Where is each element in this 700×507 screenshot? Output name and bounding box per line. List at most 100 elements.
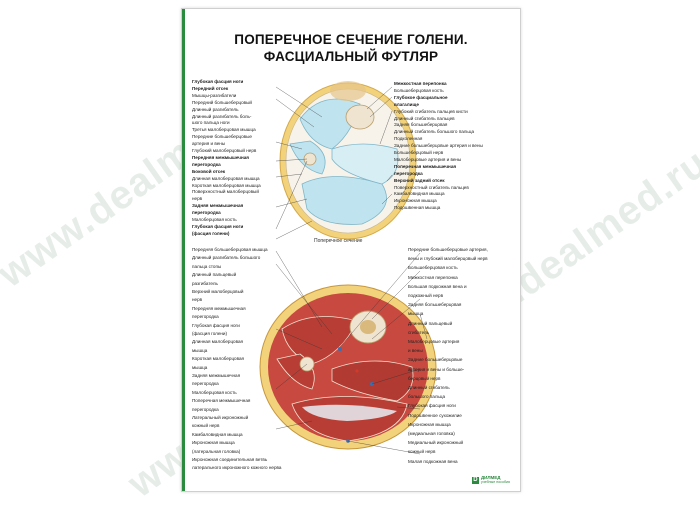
anatomy-label: шого пальца ноги	[192, 120, 230, 126]
anatomy-label: Длинный сгибатель	[408, 385, 450, 390]
anatomy-label: Короткая малоберцовая мышца	[192, 182, 261, 188]
anatomy-label: сгибатель	[408, 329, 430, 335]
anatomy-label: Поперечная межмышечная	[192, 398, 251, 404]
anatomy-label: Икроножная мышца	[192, 440, 235, 446]
anatomy-label: (латеральная головка)	[192, 448, 241, 454]
anatomy-label: вены и глубокий малоберцовый нерв	[408, 256, 488, 262]
anatomy-label: Большеберцовый нерв	[394, 150, 444, 155]
anatomy-label: Глубокая фасция ноги	[408, 403, 456, 409]
anatomy-label: Длинный разгибатель большого	[192, 255, 261, 261]
anatomy-label: Длинный пальцевый	[192, 272, 237, 278]
anatomy-label: большого пальца	[408, 394, 446, 400]
anatomy-label: мышца	[408, 311, 424, 317]
anatomy-label: Большеберцовая кость	[408, 265, 458, 271]
anatomy-label: Короткая малоберцовая	[192, 356, 245, 362]
anatomy-label: Межкостная перепонка	[408, 274, 458, 280]
anatomy-label: Передняя большеберцовая мышца	[192, 247, 268, 252]
anatomy-label: Глубокая фасция ноги	[192, 223, 244, 229]
anatomy-label: Глубокая фасция ноги	[192, 79, 244, 84]
anatomy-label: Глубокий малоберцовый нерв	[192, 148, 257, 153]
anatomy-label: Передние большеберцовые артерия,	[408, 247, 488, 252]
anatomy-label: Длинный пальцевый	[408, 320, 453, 326]
anatomy-label: нерв	[192, 196, 203, 202]
anatomy-label: Боковой отсек	[192, 168, 226, 174]
anatomy-label: Камбаловидная мышца	[192, 431, 243, 437]
anatomy-label: нерв	[192, 297, 203, 303]
anatomy-label: Малоберцовые артерия	[408, 339, 460, 344]
anatomy-label: Передний большеберцовый	[192, 99, 252, 105]
anatomy-label: Поперечная межмышечная	[394, 163, 457, 169]
anatomy-label: артерия и вены и больше-	[408, 366, 465, 372]
anatomy-label: кожный нерв	[192, 423, 220, 429]
anatomy-label: Мышцы-разгибатели	[192, 92, 237, 98]
anatomy-label: Передний отсек	[192, 85, 229, 91]
anatomy-label: подкожный нерв	[408, 293, 444, 298]
anatomy-label: Длинный разгибатель	[192, 106, 239, 112]
accent-bar	[182, 9, 185, 491]
anatomy-label: влагалище	[394, 101, 419, 107]
anatomy-label: Задние большеберцовые	[408, 357, 463, 363]
anatomy-label: Подколенная	[394, 136, 423, 142]
anatomy-label: Большеберцовая кость	[394, 87, 444, 93]
anatomy-label: Длинный сгибатель большого пальца	[394, 129, 475, 135]
anatomy-label: пальца стопы	[192, 263, 222, 269]
anatomy-label: Медиальный икроножный	[408, 440, 464, 446]
anatomy-label: Икроножная мышца	[408, 421, 451, 427]
brand-sub: учебные пособия	[480, 480, 510, 484]
anatomy-label: Латеральный икроножный	[192, 415, 249, 420]
anatomy-label: Камбаловидная мышца	[394, 191, 445, 197]
anatomy-label: Малоберцовая кость	[192, 217, 237, 222]
brand-mark: D	[471, 476, 479, 484]
anatomy-label: Длинный разгибатель боль-	[192, 113, 252, 119]
anatomy-label: разгибатель	[192, 280, 218, 286]
anatomy-label: Икроножная мышца	[394, 198, 437, 204]
anatomy-label: Глубокая фасция ноги	[192, 322, 240, 328]
anatomy-label: берцовый нерв	[408, 375, 441, 381]
anatomy-label: перегородка	[192, 161, 221, 167]
brand-logo: D ДИЛМЕД учебные пособия	[471, 475, 510, 485]
anatomy-label: Верхний малоберцовый	[192, 289, 244, 294]
anatomy-label: Передняя межмышечная	[192, 154, 249, 160]
anatomy-label: Подошвенная мышца	[394, 205, 441, 211]
anatomy-label: Малая подкожная вена	[408, 458, 458, 464]
poster: ПОПЕРЕЧНОЕ СЕЧЕНИЕ ГОЛЕНИ. ФАСЦИАЛЬНЫЙ Ф…	[181, 8, 521, 492]
anatomy-label: Большая подкожная вена и	[408, 283, 467, 289]
anatomy-label: перегородка	[192, 210, 221, 216]
anatomy-label: Задняя большеберцовая	[408, 302, 462, 308]
cross-section-subtitle: Поперечное сечение	[314, 238, 363, 244]
anatomy-label: Верхний задний отсек	[394, 177, 445, 183]
poster-title: ПОПЕРЕЧНОЕ СЕЧЕНИЕ ГОЛЕНИ. ФАСЦИАЛЬНЫЙ Ф…	[182, 31, 520, 65]
anatomy-label: Подошвенное сухожилие	[408, 412, 462, 418]
anatomy-label: Поверхностный сгибатель пальцев	[394, 184, 469, 190]
anatomy-label: артерия и вены	[192, 141, 226, 147]
anatomy-label: латерального икроножного кожного нерва	[192, 465, 282, 471]
anatomy-label: Задняя межмышечная	[192, 203, 244, 209]
anatomy-label: и вены	[408, 348, 423, 354]
anatomy-label: Задние большеберцовые артерия и вены	[394, 143, 483, 149]
anatomy-label: Икроножная соединительная ветвь	[192, 457, 268, 462]
anatomy-label: Поверхностный малоберцовый	[192, 189, 259, 195]
anatomy-label: Длинный сгибатель пальцев	[394, 115, 455, 121]
anatomy-label: Задняя межмышечная	[192, 373, 241, 378]
anatomy-label: Глубокое фасциальное	[394, 94, 448, 100]
anatomy-label: перегородка	[192, 381, 219, 387]
anatomy-label: перегородка	[394, 170, 423, 176]
anatomy-label: Длинная малоберцовая мышца	[192, 175, 260, 181]
anatomy-label: Малоберцовая кость	[192, 389, 237, 395]
anatomy-label: Малоберцовые артерия и вены	[394, 156, 462, 162]
anatomy-label: (фасция голени)	[192, 230, 230, 236]
anatomy-label: Задняя большеберцовая	[394, 122, 448, 128]
anatomy-label: Третья малоберцовая мышца	[192, 127, 256, 133]
anatomy-label: мышца	[192, 347, 208, 353]
anatomy-label: Глубокий сгибатель пальцев кисти	[394, 108, 468, 114]
title-line-1: ПОПЕРЕЧНОЕ СЕЧЕНИЕ ГОЛЕНИ.	[234, 32, 468, 47]
brand-name: ДИЛМЕД	[480, 475, 501, 480]
anatomy-label: Передняя межмышечная	[192, 305, 246, 311]
anatomy-label: кожный нерв	[408, 449, 436, 455]
fascial-compartments-diagram	[279, 81, 417, 240]
anatomy-label: Длинная малоберцовая	[192, 339, 244, 345]
anatomy-label: перегородка	[192, 406, 219, 412]
anatomy-label: (фасция голени)	[192, 331, 228, 336]
anatomy-label: мышца	[192, 364, 208, 370]
title-line-2: ФАСЦИАЛЬНЫЙ ФУТЛЯР	[263, 49, 439, 64]
